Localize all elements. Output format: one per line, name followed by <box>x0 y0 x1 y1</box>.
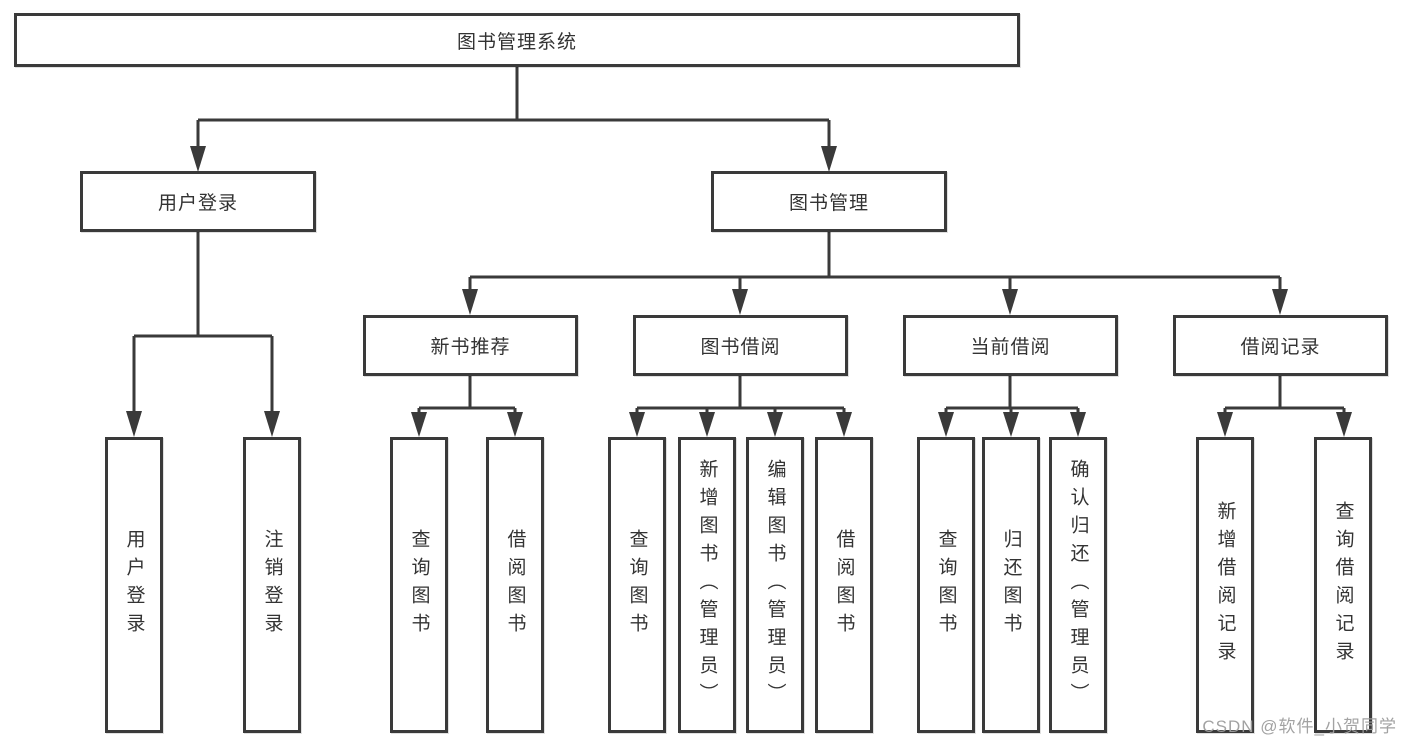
node-current-borrow: 当前借阅 <box>903 315 1118 376</box>
leaf-edit-book-admin: 编辑图书（管理员） <box>746 437 804 733</box>
leaf-query-book-1: 查询图书 <box>390 437 448 733</box>
node-borrow-record: 借阅记录 <box>1173 315 1388 376</box>
leaf-add-borrow-record: 新增借阅记录 <box>1196 437 1254 733</box>
leaf-query-book-3: 查询图书 <box>917 437 975 733</box>
leaf-user-login: 用户登录 <box>105 437 163 733</box>
leaf-return-book: 归还图书 <box>982 437 1040 733</box>
leaf-logout: 注销登录 <box>243 437 301 733</box>
node-book-management: 图书管理 <box>711 171 947 232</box>
leaf-query-borrow-record: 查询借阅记录 <box>1314 437 1372 733</box>
leaf-query-book-2: 查询图书 <box>608 437 666 733</box>
node-user-login: 用户登录 <box>80 171 316 232</box>
node-new-book-recommend: 新书推荐 <box>363 315 578 376</box>
csdn-watermark: CSDN @软件_小贺同学 <box>1202 717 1397 736</box>
leaf-borrow-book-1: 借阅图书 <box>486 437 544 733</box>
node-book-borrow: 图书借阅 <box>633 315 848 376</box>
leaf-confirm-return-admin: 确认归还（管理员） <box>1049 437 1107 733</box>
leaf-borrow-book-2: 借阅图书 <box>815 437 873 733</box>
node-library-management-system: 图书管理系统 <box>14 13 1020 67</box>
leaf-add-book-admin: 新增图书（管理员） <box>678 437 736 733</box>
